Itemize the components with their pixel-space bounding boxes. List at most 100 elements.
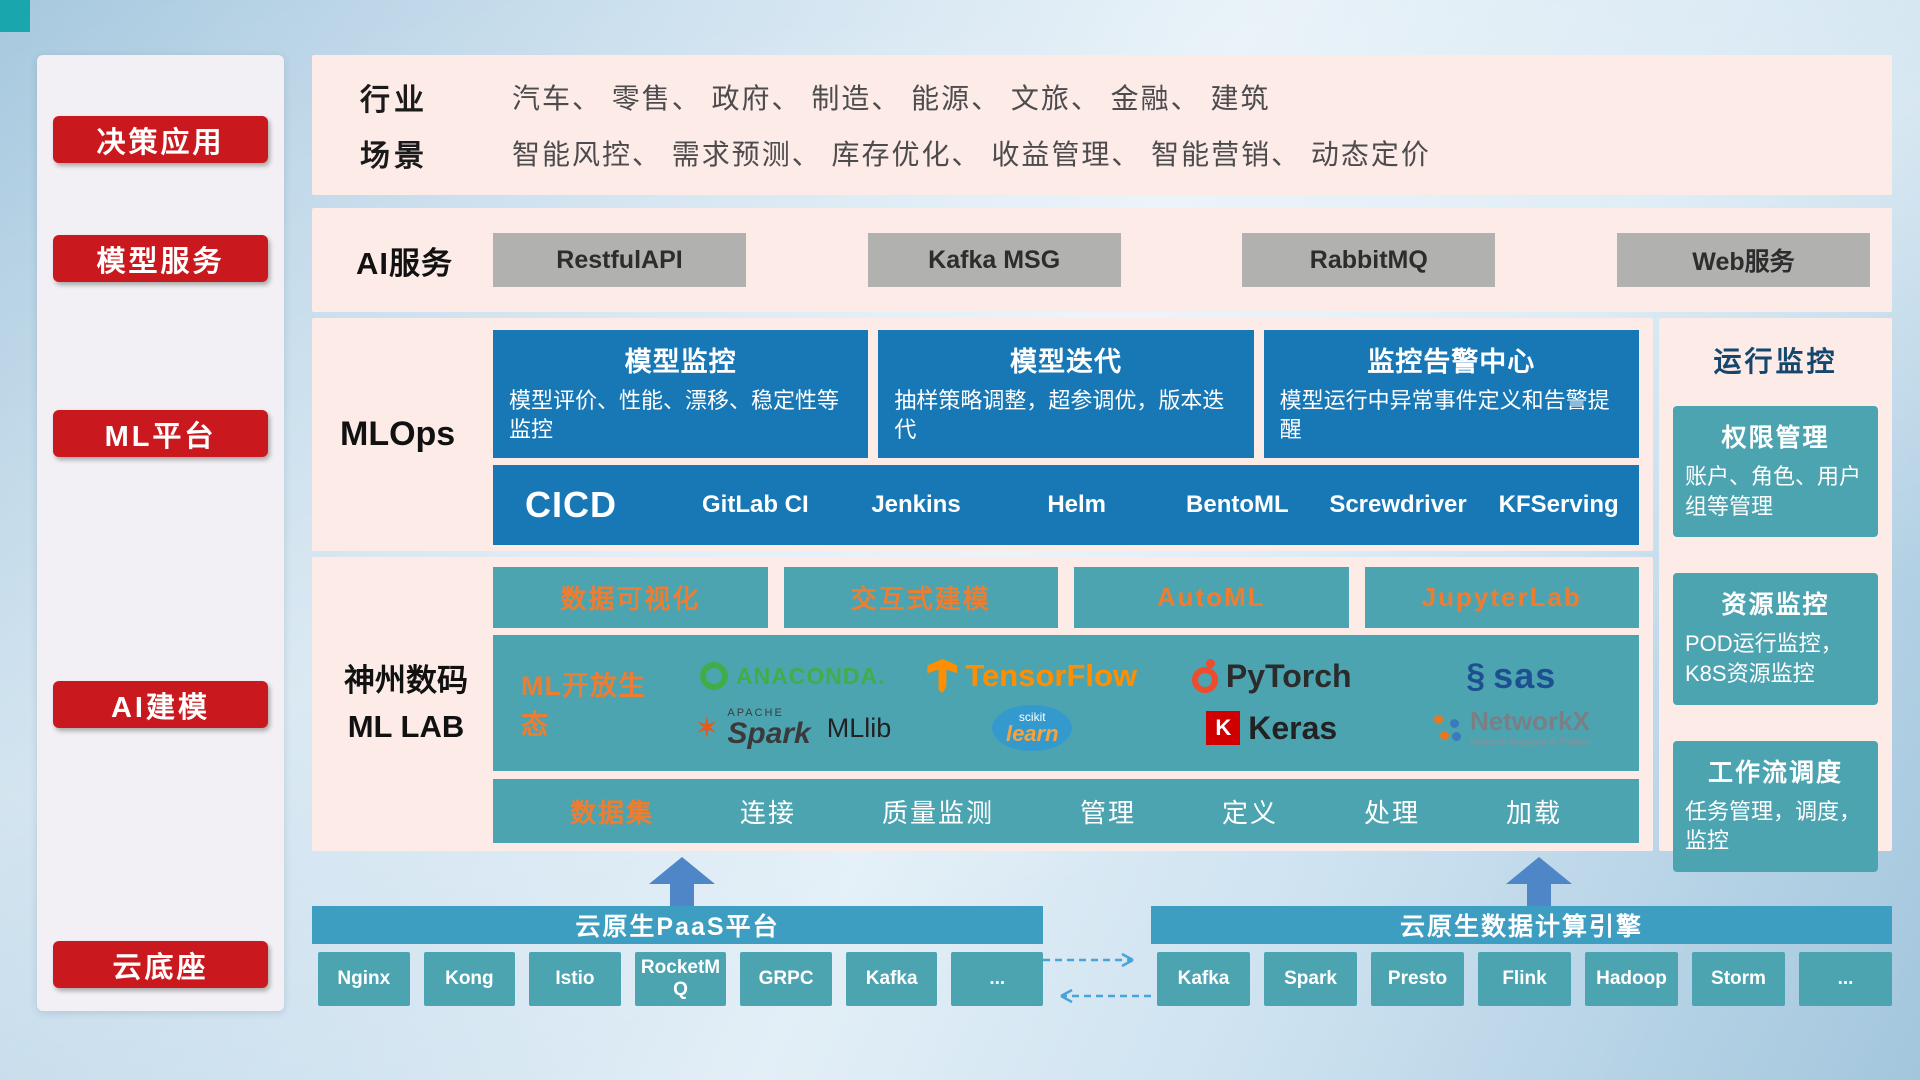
component-chip-flink: Flink (1478, 952, 1571, 1006)
cicd-tool-helm: Helm (1047, 491, 1107, 518)
service-chip-rabbitmq: RabbitMQ (1242, 233, 1496, 287)
tensorflow-wordmark: TensorFlow (965, 658, 1138, 693)
logo-scikit-learn: scikit learn (913, 705, 1153, 751)
ai-service-buttons: RestfulAPI Kafka MSG RabbitMQ Web服务 (493, 233, 1870, 287)
cicd-tool-bentoml: BentoML (1186, 491, 1289, 518)
ml-ecosystem-logos: ANACONDA. TensorFlow PyTorch sas (673, 655, 1639, 751)
card-title: 模型迭代 (1009, 347, 1122, 377)
dataset-item-quality: 质量监测 (881, 797, 994, 828)
cicd-tool-kfserving: KFServing (1498, 491, 1619, 518)
sidebar-item-decision-apps: 决策应用 (53, 116, 268, 163)
sas-icon (1466, 657, 1485, 696)
data-engine-bar: 云原生数据计算引擎 (1151, 906, 1892, 944)
dataset-strip: 数据集 连接 质量监测 管理 定义 处理 加载 (493, 779, 1639, 843)
ml-lab-label-line2: ML LAB (347, 709, 465, 744)
dataset-item-define: 定义 (1221, 797, 1278, 828)
feature-chip-jupyterlab: JupyterLab (1364, 567, 1639, 628)
component-chip-more: ... (1799, 952, 1892, 1006)
networkx-subtitle: Network Analysis in Python (1469, 737, 1591, 749)
card-title: 权限管理 (1721, 424, 1830, 452)
cicd-tool-jenkins: Jenkins (871, 491, 961, 518)
cicd-bar: CICD GitLab CI Jenkins Helm BentoML Scre… (493, 465, 1639, 545)
resource-monitoring-card: 资源监控 POD运行监控，K8S资源监控 (1673, 573, 1878, 705)
mlops-panel: MLOps 模型监控 模型评价、性能、漂移、稳定性等监控 模型迭代 抽样策略调整… (312, 318, 1653, 551)
service-chip-web: Web服务 (1616, 233, 1870, 287)
up-arrow-icon (649, 857, 715, 906)
scikit-text: scikit (1018, 710, 1046, 724)
runtime-monitor-panel: 运行监控 权限管理 账户、角色、用户组等管理 资源监控 POD运行监控，K8S资… (1659, 318, 1892, 873)
feature-chip-data-visualization: 数据可视化 (493, 567, 768, 628)
sidebar-item-ai-modeling: AI建模 (53, 681, 268, 728)
industry-scenario-panel: 行业 汽车、 零售、 政府、 制造、 能源、 文旅、 金融、 建筑 场景 智能风… (312, 55, 1892, 195)
logo-sas: sas (1392, 655, 1632, 697)
card-desc: 账户、角色、用户组等管理 (1685, 464, 1862, 519)
logo-keras: K Keras (1152, 710, 1392, 747)
mllib-text: MLlib (826, 712, 892, 743)
card-desc: 任务管理，调度，监控 (1685, 798, 1862, 854)
runtime-monitor-title: 运行监控 (1713, 346, 1838, 377)
permission-management-card: 权限管理 账户、角色、用户组等管理 (1673, 406, 1878, 538)
ml-lab-label: 神州数码 ML LAB (320, 557, 492, 851)
spark-wordmark: APACHE Spark (727, 706, 811, 750)
component-chip-presto: Presto (1371, 952, 1464, 1006)
sas-wordmark: sas (1493, 655, 1557, 696)
scenario-label: 场景 (360, 140, 428, 173)
logo-anaconda: ANACONDA. (673, 662, 913, 690)
logo-pytorch: PyTorch (1152, 658, 1392, 695)
industry-line: 行业 汽车、 零售、 政府、 制造、 能源、 文旅、 金融、 建筑 (312, 75, 1892, 119)
engine-components: Kafka Spark Presto Flink Hadoop Storm ..… (1157, 952, 1892, 1006)
component-chip-kafka: Kafka (845, 952, 938, 1006)
card-desc: 模型评价、性能、漂移、稳定性等监控 (509, 388, 840, 442)
keras-wordmark: Keras (1248, 709, 1338, 746)
corner-mark (0, 0, 30, 32)
sidebar-item-model-service: 模型服务 (53, 235, 268, 282)
ml-lab-content: 数据可视化 交互式建模 AutoML JupyterLab ML开放生态 ANA… (493, 557, 1639, 851)
logo-tensorflow: TensorFlow (913, 658, 1153, 694)
cicd-tool-gitlab-ci: GitLab CI (702, 491, 809, 518)
component-chip-kong: Kong (423, 952, 516, 1006)
card-title: 工作流调度 (1707, 758, 1843, 787)
alert-center-card: 监控告警中心 模型运行中异常事件定义和告警提醒 (1263, 330, 1639, 458)
sidebar-item-cloud-base: 云底座 (53, 941, 268, 988)
industry-label: 行业 (360, 84, 428, 117)
tensorflow-icon (927, 659, 958, 693)
ml-lab-panel: 神州数码 ML LAB 数据可视化 交互式建模 AutoML JupyterLa… (312, 557, 1653, 851)
spark-text: Spark (727, 716, 811, 750)
service-chip-restfulapi: RestfulAPI (493, 233, 746, 287)
cicd-tool-screwdriver: Screwdriver (1329, 491, 1467, 518)
paas-components: Nginx Kong Istio RocketMQ GRPC Kafka ... (318, 952, 1044, 1006)
logo-networkx: NetworkX Network Analysis in Python (1392, 706, 1632, 749)
pytorch-wordmark: PyTorch (1225, 657, 1352, 694)
spark-icon (694, 711, 719, 746)
ml-ecosystem-label: ML开放生态 (521, 671, 646, 740)
component-chip-rocketmq: RocketMQ (634, 952, 727, 1006)
sidebar-item-ml-platform: ML平台 (53, 410, 268, 457)
card-title: 模型监控 (624, 347, 737, 377)
feature-chip-interactive-modeling: 交互式建模 (783, 567, 1058, 628)
component-chip-kafka: Kafka (1157, 952, 1250, 1006)
apache-text: APACHE (727, 706, 784, 719)
networkx-wordmark: NetworkX Network Analysis in Python (1469, 706, 1591, 749)
card-desc: 抽样策略调整，超参调优，版本迭代 (894, 388, 1225, 442)
ai-service-panel: AI服务 RestfulAPI Kafka MSG RabbitMQ Web服务 (312, 208, 1892, 312)
dataset-item-process: 处理 (1363, 797, 1420, 828)
card-desc: 模型运行中异常事件定义和告警提醒 (1279, 388, 1610, 442)
scenario-line: 场景 智能风控、 需求预测、 库存优化、 收益管理、 智能营销、 动态定价 (312, 131, 1892, 175)
component-chip-istio: Istio (529, 952, 621, 1006)
dataset-item-connect: 连接 (739, 797, 796, 828)
anaconda-icon (699, 662, 728, 690)
card-desc: POD运行监控，K8S资源监控 (1685, 631, 1843, 687)
component-chip-grpc: GRPC (740, 952, 832, 1006)
card-title: 资源监控 (1721, 591, 1830, 620)
ml-lab-feature-row: 数据可视化 交互式建模 AutoML JupyterLab (493, 567, 1639, 628)
component-chip-nginx: Nginx (318, 952, 410, 1006)
anaconda-wordmark: ANACONDA. (735, 662, 886, 689)
networkx-icon (1432, 713, 1462, 743)
networkx-text: NetworkX (1469, 706, 1590, 737)
ai-service-label: AI服务 (356, 245, 453, 281)
feature-chip-automl: AutoML (1074, 567, 1349, 628)
dataset-item-manage: 管理 (1079, 797, 1136, 828)
component-chip-more: ... (951, 952, 1044, 1006)
model-iteration-card: 模型迭代 抽样策略调整，超参调优，版本迭代 (878, 330, 1254, 458)
